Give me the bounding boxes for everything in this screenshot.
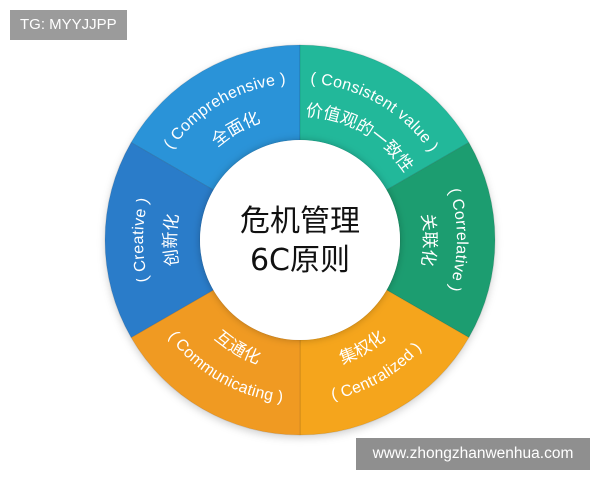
label-creative-en-text: ( Creative ) xyxy=(130,196,152,284)
center-subtitle: 6C原则 xyxy=(250,243,350,278)
label-correlative-zh: 关联化 xyxy=(417,213,439,268)
label-creative-zh: 创新化 xyxy=(161,213,183,268)
label-creative-zh-text: 创新化 xyxy=(161,213,183,268)
label-creative-en: ( Creative ) xyxy=(130,196,152,284)
ring xyxy=(104,44,496,436)
center-circle xyxy=(200,140,400,340)
label-correlative-zh-text: 关联化 xyxy=(417,213,439,268)
center-title: 危机管理 xyxy=(240,204,360,239)
watermark-tg: TG: MYYJJPP xyxy=(10,10,127,40)
watermark-url: www.zhongzhanwenhua.com xyxy=(356,438,590,470)
